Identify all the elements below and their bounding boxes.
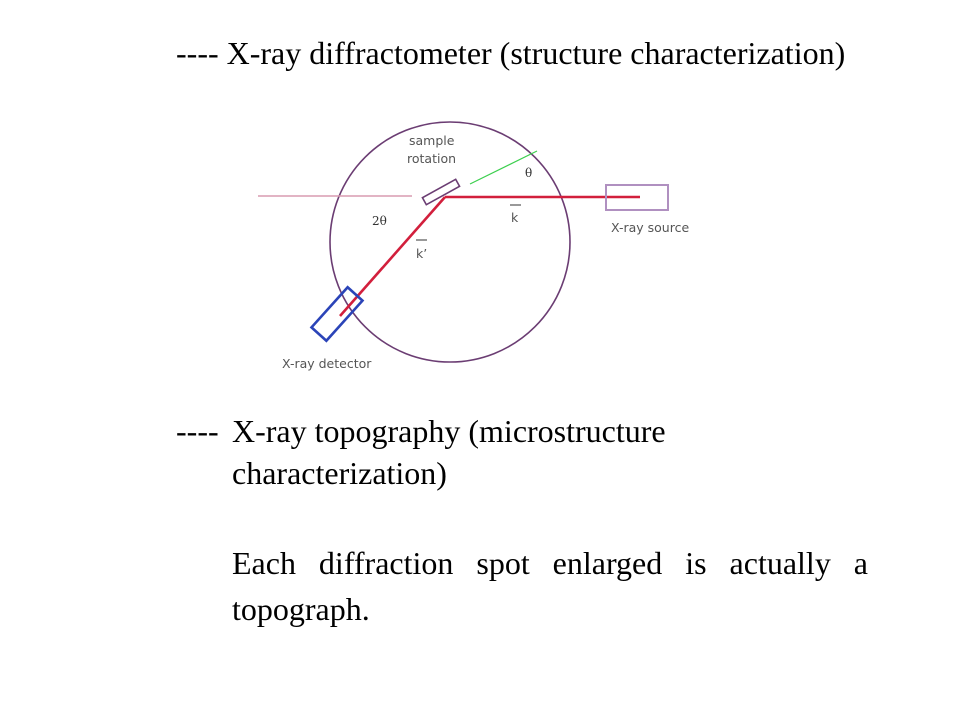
- topography-heading-line1: X-ray topography (microstructure: [232, 413, 666, 449]
- diffractometer-heading: ---- X-ray diffractometer (structure cha…: [176, 34, 845, 72]
- goniometer-circle: [329, 121, 571, 363]
- paragraph-line2: topograph.: [232, 591, 370, 627]
- two-theta-label: 2θ: [372, 214, 387, 228]
- theta-label: θ: [525, 166, 532, 180]
- xray-detector-label: X-ray detector: [282, 356, 372, 371]
- normal-line: [469, 150, 538, 185]
- topography-heading-dash: ----: [176, 413, 219, 449]
- k-prime-label: k’: [416, 246, 427, 261]
- sample-crystal: [421, 178, 461, 206]
- xray-detector-box: [309, 285, 365, 343]
- xray-source-label: X-ray source: [611, 220, 689, 235]
- topography-heading-line2: characterization): [232, 455, 447, 491]
- sample-rotation-label-line2: rotation: [407, 151, 456, 166]
- paragraph-line1: Each diffraction spot enlarged is actual…: [232, 545, 868, 581]
- diffracted-beam: [339, 196, 446, 317]
- xray-source-box: [605, 184, 669, 211]
- heading-text: X-ray diffractometer (structure characte…: [226, 35, 846, 71]
- heading-dash: ----: [176, 35, 219, 71]
- k-label: k: [511, 210, 519, 225]
- sample-rotation-label-line1: sample: [409, 133, 455, 148]
